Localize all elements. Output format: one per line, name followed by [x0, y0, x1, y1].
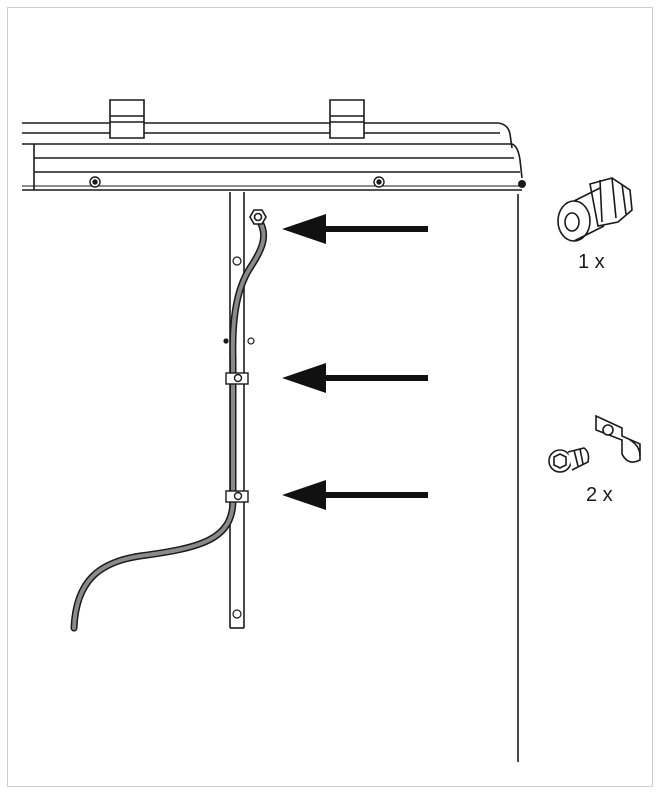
callout-arrow-gland: [282, 214, 428, 244]
installed-cable-clamp-upper: [225, 372, 249, 385]
roof-corner-knob: [518, 180, 526, 188]
clamp-screw-quantity: 2 x: [586, 484, 613, 506]
diagram-frame: [7, 7, 653, 787]
installed-cable-gland: [249, 209, 267, 225]
rail-hole: [223, 337, 255, 345]
enclosure-roof: [22, 122, 523, 191]
cable-clamp-and-screw-icon: [548, 414, 641, 473]
roof-screw-left: [89, 176, 101, 188]
callout-arrow-clamp-lower: [282, 480, 428, 510]
callout-arrow-clamp-upper: [282, 363, 428, 393]
roof-screw-right: [373, 176, 385, 188]
roof-bracket-right: [329, 99, 365, 139]
installed-cable-clamp-lower: [225, 490, 249, 503]
earth-cable: [70, 218, 268, 632]
cable-gland-icon: [557, 177, 633, 242]
roof-bracket-left: [109, 99, 145, 139]
rail-screw: [232, 256, 242, 619]
cable-gland-quantity: 1 x: [578, 251, 605, 273]
